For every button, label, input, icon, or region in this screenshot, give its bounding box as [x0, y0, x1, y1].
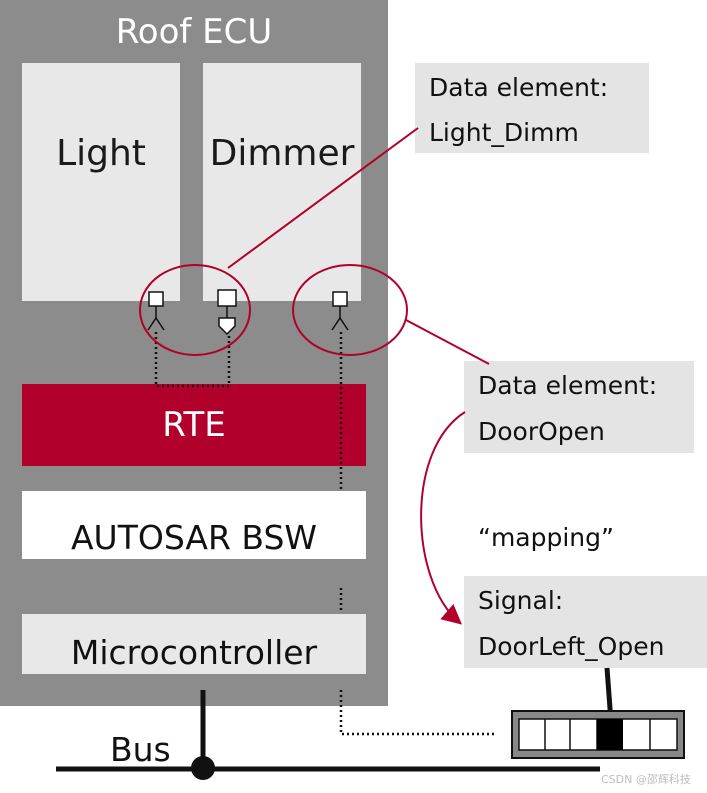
- roof-ecu: Roof ECU Light Dimmer RTE AUTOSAR BSW Mi…: [0, 0, 388, 706]
- callout-door-open-line1: Data element:: [478, 371, 658, 400]
- light-port: [147, 291, 165, 331]
- dimmer-label: Dimmer: [209, 133, 355, 174]
- port-circle-right: [292, 264, 408, 356]
- door-port: [331, 291, 349, 331]
- can-frame-icon: [511, 710, 685, 759]
- mapping-label: “mapping”: [478, 523, 614, 552]
- bus-line: [56, 690, 600, 780]
- callout-signal-line1: Signal:: [478, 586, 564, 615]
- bsw-layer: AUTOSAR BSW: [22, 491, 366, 559]
- callout-light-dimm: Data element: Light_Dimm: [415, 63, 649, 153]
- ecu-title: Roof ECU: [115, 12, 273, 52]
- dimmer-component: Dimmer: [203, 63, 361, 301]
- watermark: CSDN @邵辉科技: [601, 773, 691, 786]
- light-label: Light: [56, 133, 146, 174]
- callout-light-dimm-line1: Data element:: [429, 73, 609, 102]
- door-signal-path: [339, 332, 497, 736]
- leader-light-dimm: [227, 127, 419, 269]
- leader-door-open: [405, 319, 490, 365]
- callout-door-open: Data element: DoorOpen: [464, 361, 694, 453]
- dimmer-port: [217, 289, 237, 336]
- microcontroller-layer: Microcontroller: [22, 614, 366, 674]
- microcontroller-label: Microcontroller: [70, 633, 318, 672]
- rte-connector: [154, 332, 231, 388]
- rte-layer: RTE: [22, 384, 366, 466]
- callout-door-open-line2: DoorOpen: [478, 417, 605, 446]
- bsw-label: AUTOSAR BSW: [70, 518, 318, 557]
- callout-signal: Signal: DoorLeft_Open: [464, 576, 707, 668]
- rte-label: RTE: [162, 405, 226, 445]
- light-component: Light: [22, 63, 180, 301]
- bus-label: Bus: [110, 730, 171, 769]
- callout-light-dimm-line2: Light_Dimm: [429, 118, 579, 147]
- callout-signal-line2: DoorLeft_Open: [478, 632, 665, 661]
- port-circle-left: [139, 264, 251, 356]
- mapping-arrow: [420, 411, 466, 625]
